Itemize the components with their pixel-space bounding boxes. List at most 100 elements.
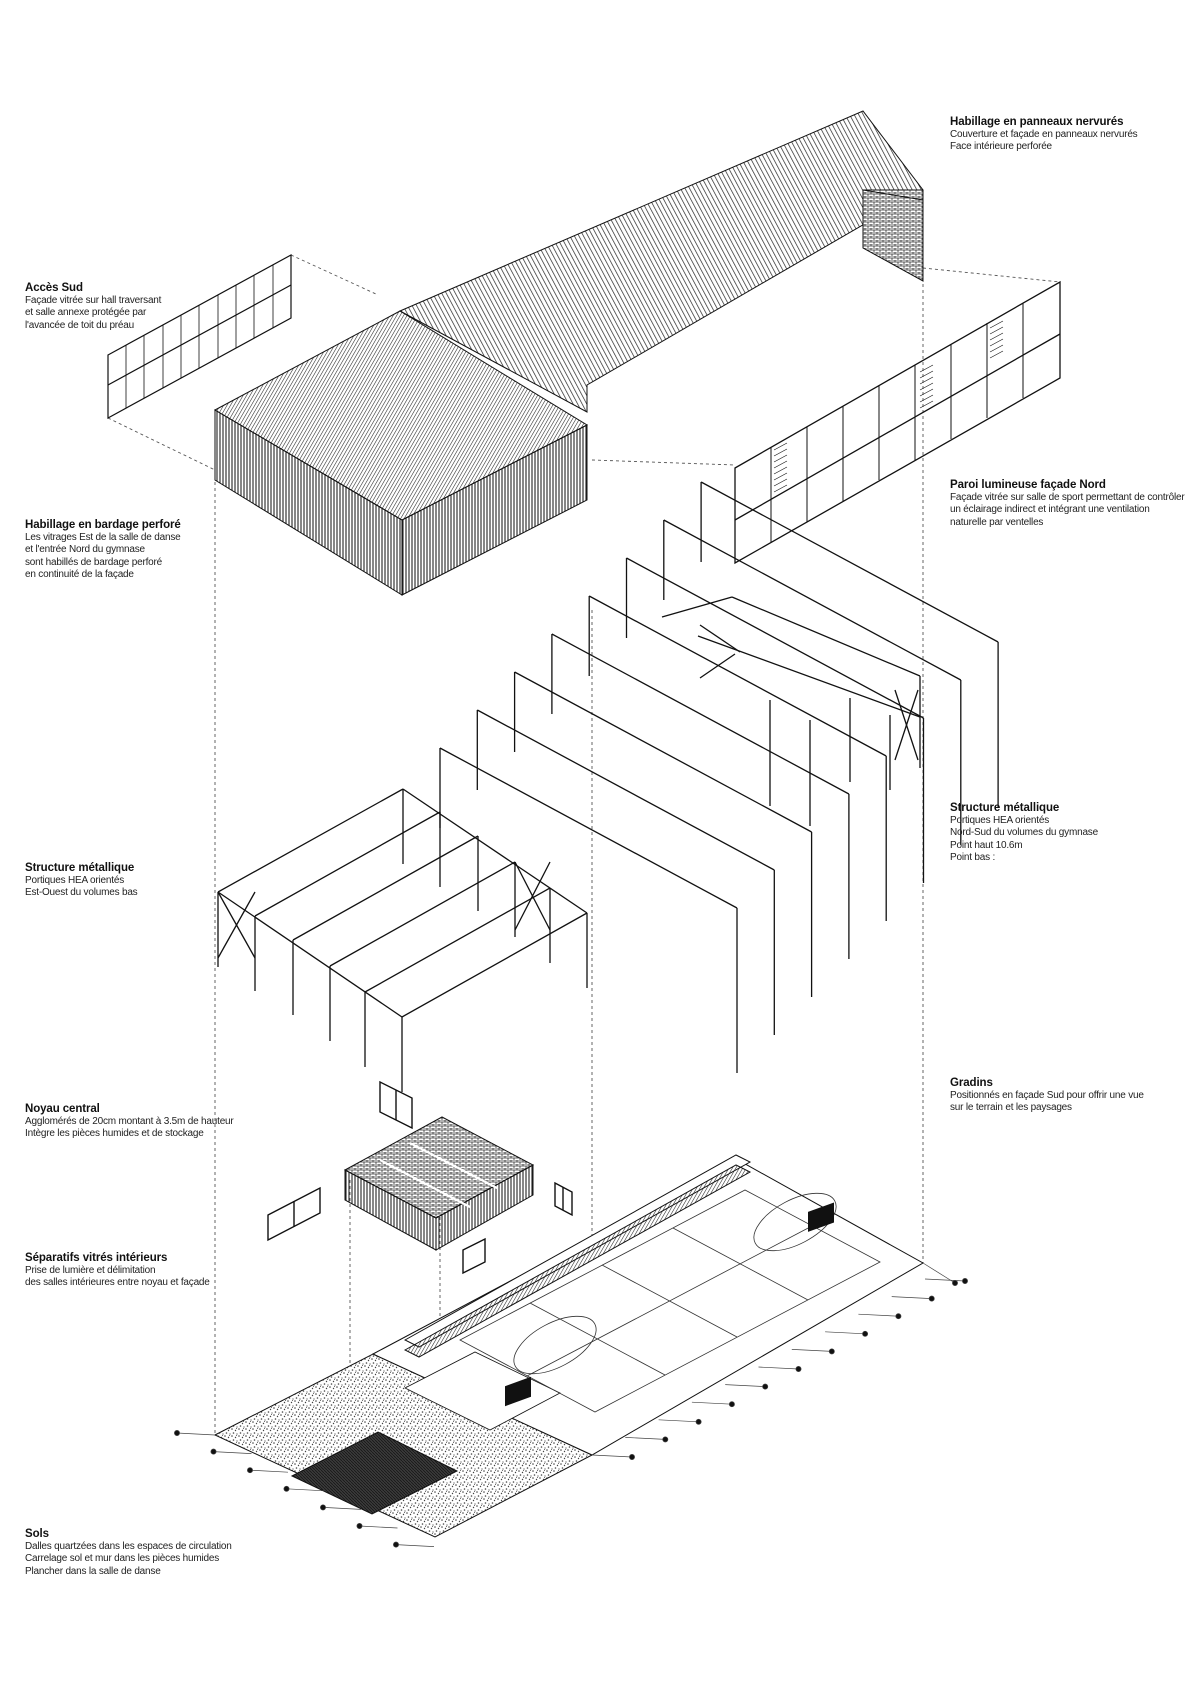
label-line: en continuité de la façade [25, 569, 134, 581]
north-light-wall [734, 280, 1061, 565]
label-line: Face intérieure perforée [950, 141, 1052, 153]
grid-axis [791, 1349, 832, 1352]
label-structure-eo: Structure métallique Portiques HEA orien… [25, 862, 325, 900]
grid-marker-dot [393, 1541, 399, 1548]
goal-north [808, 1202, 834, 1232]
frame-beam [254, 811, 441, 917]
grid-marker-dot [862, 1330, 869, 1337]
label-structure-ns: Structure métallique Portiques HEA orien… [950, 802, 1190, 865]
grid-marker-dot [174, 1430, 180, 1436]
grid-marker-dot [210, 1448, 217, 1455]
steel-portals-east-west [217, 788, 588, 1092]
label-title: Structure métallique [25, 862, 135, 874]
gymnasium-roof [398, 110, 924, 413]
purlin [661, 596, 733, 618]
label-title: Sols [25, 1528, 49, 1540]
frame-beam [364, 887, 551, 993]
grid-marker-dot [629, 1454, 635, 1460]
annex-wall-south [401, 424, 588, 596]
label-separatifs: Séparatifs vitrés intérieurs Prise de lu… [25, 1252, 325, 1290]
grid-axis [922, 1262, 956, 1284]
grid-marker-dot [356, 1523, 363, 1529]
portal-beam [551, 633, 850, 795]
floor-slab [213, 1154, 925, 1538]
grid-axis [725, 1384, 766, 1387]
label-line: Est-Ouest du volumes bas [25, 887, 138, 899]
portal-beam [514, 671, 812, 833]
frame-beam [292, 835, 479, 941]
goal-south [505, 1376, 531, 1407]
label-line: sur le terrain et les paysages [950, 1102, 1072, 1114]
grid-marker-dot [795, 1366, 802, 1372]
grid-axis [591, 1454, 633, 1458]
frame-beam [329, 861, 516, 967]
grid-marker-dot [952, 1280, 958, 1286]
grid-axis [322, 1507, 362, 1510]
grid-axis [213, 1451, 252, 1454]
label-gradins: Gradins Positionnés en façade Sud pour o… [950, 1077, 1190, 1115]
grid-marker-dot [320, 1504, 326, 1511]
south-glazed-facade [107, 253, 292, 420]
grid-marker-dot [695, 1418, 702, 1425]
bracing [894, 689, 919, 761]
label-line: Carrelage sol et mur dans les pièces hum… [25, 1553, 220, 1565]
label-noyau: Noyau central Agglomérés de 20cm montant… [25, 1103, 325, 1141]
label-line: et l'entrée Nord du gymnase [25, 544, 145, 556]
label-line: sont habillés de bardage perforé [25, 556, 163, 568]
portal-beam [663, 519, 962, 681]
label-paroi-lumineuse: Paroi lumineuse façade Nord Façade vitré… [950, 479, 1190, 529]
central-core [343, 1116, 535, 1251]
label-line: Agglomérés de 20cm montant à 3.5m de hau… [25, 1116, 234, 1127]
grid-axis [249, 1469, 289, 1473]
purlin [731, 596, 921, 677]
label-title: Accès Sud [25, 282, 83, 294]
label-line: l'avancée de toit du préau [25, 319, 135, 331]
portal-beam [700, 481, 999, 643]
label-line: Couverture et façade en panneaux nervuré… [950, 129, 1138, 140]
grid-marker-dot [828, 1348, 835, 1355]
label-line: Point haut 10.6m [950, 839, 1023, 851]
label-sols: Sols Dalles quartzées dans les espaces d… [25, 1528, 325, 1578]
steel-portals-north-south [439, 481, 999, 1073]
label-line: Dalles quartzées dans les espaces de cir… [25, 1541, 232, 1552]
label-title: Habillage en panneaux nervurés [950, 116, 1124, 128]
grid-marker-dot [283, 1485, 290, 1492]
grid-marker-dot [247, 1467, 253, 1474]
label-title: Structure métallique [950, 802, 1060, 814]
label-line: Prise de lumière et délimitation [25, 1265, 156, 1276]
bracing [217, 891, 256, 959]
grid-marker-dot [762, 1383, 769, 1390]
grid-axis [825, 1331, 866, 1335]
label-line: Nord-Sud du volumes du gymnase [950, 827, 1098, 839]
grid-axis [924, 1278, 966, 1282]
portal-beam [476, 709, 775, 871]
grid-axis [286, 1488, 325, 1492]
grid-axis [891, 1296, 932, 1299]
frame-beam [217, 788, 404, 893]
label-line: naturelle par ventelles [950, 516, 1044, 528]
structural-grid-markers [174, 1262, 968, 1548]
grid-axis [359, 1525, 398, 1529]
edge-beam [402, 788, 588, 914]
label-line: et salle annexe protégée par [25, 307, 147, 319]
grid-axis [658, 1419, 699, 1423]
label-title: Paroi lumineuse façade Nord [950, 479, 1106, 491]
bleachers [403, 1154, 752, 1358]
dance-floor [290, 1431, 459, 1515]
label-title: Noyau central [25, 1103, 100, 1115]
grid-axis [625, 1437, 666, 1440]
label-title: Habillage en bardage perforé [25, 519, 181, 531]
ventilation-louvres [773, 320, 1004, 493]
edge-beam [217, 891, 403, 1018]
label-acces-sud: Accès Sud Façade vitrée sur hall travers… [25, 282, 325, 332]
bracing [514, 861, 551, 931]
glazed-partitions [267, 1080, 573, 1275]
roof-envelope [213, 110, 924, 596]
grid-marker-dot [662, 1436, 669, 1443]
label-habillage-nervures: Habillage en panneaux nervurés Couvertur… [950, 116, 1200, 154]
grid-marker-dot [962, 1278, 968, 1284]
grid-axis [858, 1313, 899, 1317]
grid-axis [691, 1401, 732, 1405]
gymnasium-gable [862, 189, 924, 282]
